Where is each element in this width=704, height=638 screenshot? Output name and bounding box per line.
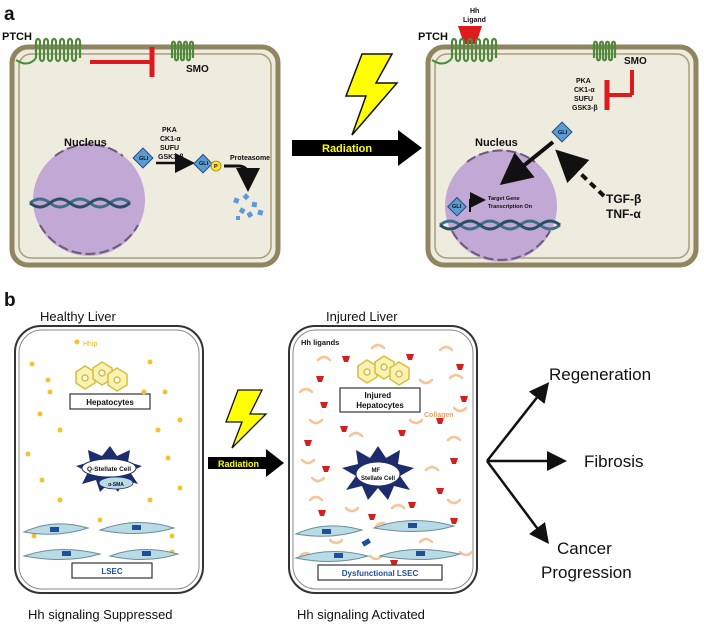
injured-liver-panel: Hh ligands — [288, 325, 478, 594]
gli-translocation-arrow — [499, 140, 555, 186]
cancer-progression-label: Cancer Progression — [541, 539, 632, 582]
proteasome-label: Proteasome — [230, 155, 270, 162]
cancer-arrow — [485, 460, 549, 545]
outcome-arrows — [485, 382, 567, 545]
smo-receptor-icon — [170, 40, 195, 62]
nuclear-gli-label: GLI — [452, 204, 462, 210]
right-nucleus-label: Nucleus — [475, 137, 518, 149]
phosphate-icon — [210, 160, 222, 172]
left-dna-icon — [29, 197, 131, 209]
right-cell-inner-membrane — [434, 53, 690, 259]
smo-active-receptor-icon — [592, 40, 617, 62]
mf-stellate-label-bg — [355, 461, 401, 487]
panel-b-letter: b — [4, 290, 16, 311]
healthy-liver-panel: Hhip Hepatocytes Q-Stellate Cell α-SMA — [14, 325, 204, 594]
degradation-arrow — [224, 164, 260, 192]
injured-liver-inner-frame — [292, 329, 474, 590]
regeneration-arrow — [486, 382, 550, 462]
smo-label: SMO — [186, 64, 209, 75]
hepatocytes-label: Hepatocytes — [86, 398, 134, 407]
right-cell: Hh Ligand PTCH SMO PKA CK1-α SUFU GSK3-β… — [418, 0, 699, 268]
target-gene-label: Target Gene Transcription On — [488, 187, 533, 210]
collagen-label: Collagen — [424, 412, 454, 419]
left-nucleus — [33, 144, 145, 256]
ptch-label-right: PTCH — [418, 31, 448, 43]
ptch-bound-tail-icon — [431, 57, 453, 65]
lightning-bolt-icon — [344, 53, 399, 136]
healthy-hepatocytes-icon — [75, 361, 128, 392]
left-nuclear-envelope — [54, 143, 124, 157]
hepatocytes-box — [69, 393, 151, 410]
radiation-label-b: Radiation — [218, 459, 259, 469]
regeneration-label: Regeneration — [549, 365, 651, 384]
left-kinase-list: PKA CK1-α SUFU GSK3-β — [158, 119, 185, 161]
ptch-receptor-icon — [34, 37, 82, 63]
ptch-bound-receptor-icon — [450, 37, 498, 63]
right-dna-icon — [439, 219, 561, 231]
ptch-tail-icon — [15, 57, 37, 65]
healthy-caption: Hh signaling Suppressed — [28, 607, 173, 622]
dysfunctional-lsec-label: Dysfunctional LSEC — [342, 569, 419, 578]
lsec-box — [71, 562, 153, 579]
hhip-dot — [74, 339, 80, 345]
asma-label: α-SMA — [108, 482, 124, 488]
hh-ligand-label: Hh Ligand — [463, 0, 486, 24]
q-stellate-label: Q-Stellate Cell — [87, 466, 131, 473]
phosphate-label: P — [214, 164, 218, 170]
lsec-label: LSEC — [101, 567, 123, 576]
hhip-dots-icon — [25, 359, 183, 555]
left-nuclear-envelope-lower — [39, 224, 139, 255]
fibrosis-label: Fibrosis — [584, 452, 644, 471]
asma-badge — [98, 476, 134, 490]
injured-liver-title: Injured Liver — [326, 309, 398, 324]
hh-ligands-label: Hh ligands — [301, 338, 339, 347]
smo-label-right: SMO — [624, 56, 647, 67]
right-nuclear-envelope-lower — [451, 230, 551, 261]
degraded-fragments-icon — [233, 193, 264, 220]
processed-gli-label: GLI — [199, 161, 209, 167]
transcription-start-arrow — [469, 192, 486, 212]
collagen-fibers-icon — [298, 343, 474, 561]
injured-hepatocytes-icon — [357, 355, 410, 386]
dysfunctional-lsec-icon — [294, 520, 462, 563]
nuclear-gli-icon — [447, 196, 467, 217]
dysfunctional-lsec-box — [317, 564, 443, 581]
injured-hepatocytes-box — [339, 387, 421, 413]
cytokine-label: TGF-β TNF-α — [606, 190, 646, 221]
gli-icon — [132, 147, 154, 169]
left-nucleus-label: Nucleus — [64, 137, 107, 149]
active-gli-icon — [551, 121, 573, 143]
healthy-liver-inner-frame — [18, 329, 200, 590]
cytokine-arrow — [555, 149, 606, 198]
healthy-liver-title: Healthy Liver — [40, 309, 117, 324]
radiation-arrow-a — [292, 130, 422, 166]
injured-hepatocytes-label: Injured Hepatocytes — [356, 385, 404, 410]
radiation-label-a: Radiation — [322, 143, 372, 155]
processed-gli-icon — [193, 153, 213, 174]
radiation-arrow-b — [208, 449, 284, 477]
right-kinase-list: PKA CK1-α SUFU GSK3-β — [572, 70, 599, 112]
q-stellate-label-bg — [81, 458, 137, 478]
active-gli-label: GLI — [558, 130, 568, 136]
left-cell: PTCH SMO Nucleus PKA CK1-α SUFU GSK3-β G… — [2, 31, 281, 268]
left-cell-inner-membrane — [18, 53, 272, 259]
hhip-label: Hhip — [83, 341, 98, 348]
hh-ligand-icon — [458, 26, 482, 44]
lightning-bolt-icon-b — [225, 389, 268, 449]
panel-a-letter: a — [4, 4, 15, 25]
gli-label: GLI — [139, 156, 149, 162]
ptch-label: PTCH — [2, 31, 32, 43]
lsec-cells-icon — [22, 521, 180, 561]
mf-stellate-label: MF Stellate Cell — [361, 459, 395, 482]
injured-caption: Hh signaling Activated — [297, 607, 425, 622]
